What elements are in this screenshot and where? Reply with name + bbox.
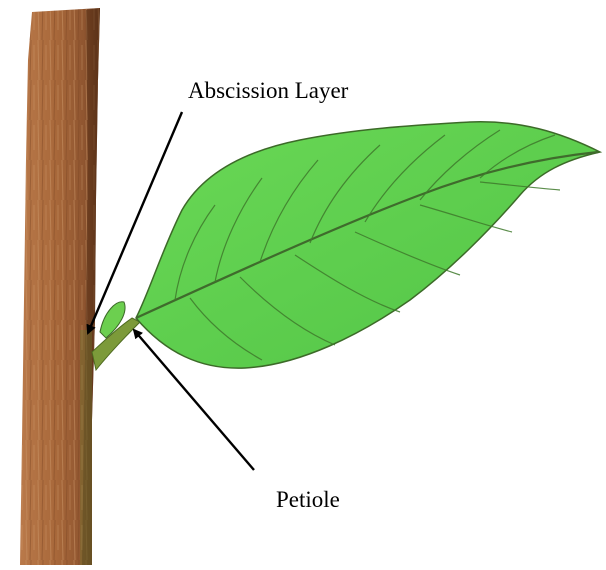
leaf-blade xyxy=(136,122,600,368)
petiole-group xyxy=(92,302,140,370)
stem-green-tint xyxy=(80,330,92,565)
label-abscission-layer: Abscission Layer xyxy=(188,78,349,103)
label-petiole: Petiole xyxy=(276,487,340,512)
stem xyxy=(20,8,100,565)
leaf xyxy=(136,122,600,368)
